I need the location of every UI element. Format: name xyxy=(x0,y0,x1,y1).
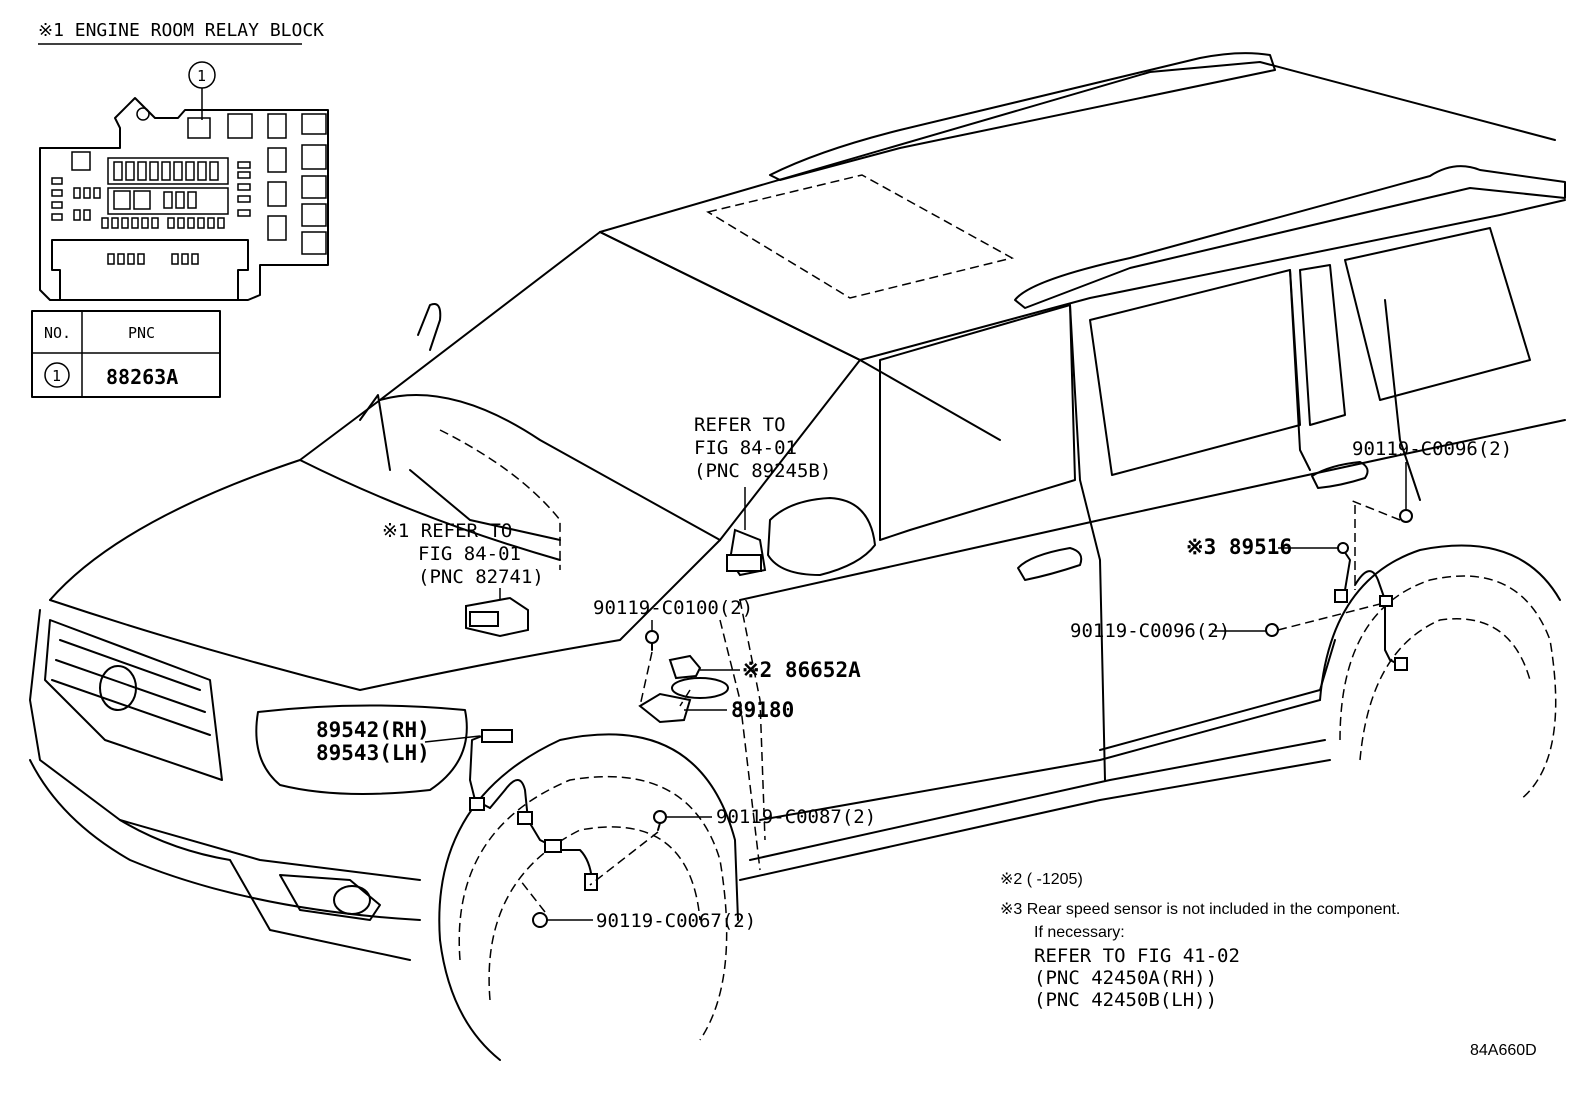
table-header-pnc: PNC xyxy=(128,324,155,342)
label-90119-c0087: 90119-C0087(2) xyxy=(716,806,876,828)
note-3-if-necessary: If necessary: xyxy=(1034,924,1125,941)
label-90119-c0096-upper: 90119-C0096(2) xyxy=(1352,438,1512,460)
bolt-c0067-icon xyxy=(532,912,548,928)
table-row-pnc: 88263A xyxy=(106,365,178,389)
table-header-no: NO. xyxy=(44,324,71,342)
leader-lines xyxy=(424,462,1407,921)
front-speed-sensor xyxy=(469,729,598,891)
relay-block-title: ※1 ENGINE ROOM RELAY BLOCK xyxy=(38,20,324,41)
ref-82741-line1: ※1 REFER TO xyxy=(382,520,512,542)
label-90119-c0096-lower: 90119-C0096(2) xyxy=(1070,620,1230,642)
label-90119-c0100: 90119-C0100(2) xyxy=(593,597,753,619)
label-89180: 89180 xyxy=(731,698,794,722)
components xyxy=(465,509,1413,928)
ref-82741-line3: (PNC 82741) xyxy=(418,566,544,588)
note-3-pnc-lh: (PNC 42450B(LH)) xyxy=(1034,989,1217,1011)
labels: REFER TO FIG 84-01 (PNC 89245B) ※1 REFER… xyxy=(316,414,1512,932)
label-89516: ※3 89516 xyxy=(1186,535,1292,559)
vehicle-outline xyxy=(29,52,1566,1061)
pnc-table: NO. PNC 1 88263A xyxy=(31,310,221,398)
note-3: ※3 Rear speed sensor is not included in … xyxy=(1000,901,1400,918)
footnotes: ※2 ( -1205) ※3 Rear speed sensor is not … xyxy=(1000,871,1400,1011)
ref-82741-line2: FIG 84-01 xyxy=(418,543,521,565)
module-89180 xyxy=(638,692,692,724)
table-row-no: 1 xyxy=(52,367,61,385)
relay-callout-number: 1 xyxy=(197,67,206,85)
note-3-pnc-rh: (PNC 42450A(RH)) xyxy=(1034,967,1217,989)
label-89542-rh: 89542(RH) xyxy=(316,718,430,742)
label-86652a: ※2 86652A xyxy=(742,658,861,682)
note-3-refer: REFER TO FIG 41-02 xyxy=(1034,945,1240,967)
bolt-c0100-icon xyxy=(645,630,659,651)
figure-code: 84A660D xyxy=(1470,1042,1537,1059)
relay-block-inset: ※1 ENGINE ROOM RELAY BLOCK 1 xyxy=(38,20,329,301)
label-89543-lh: 89543(LH) xyxy=(316,741,430,765)
rear-speed-sensor xyxy=(1334,542,1408,671)
bolt-c0096-upper-icon xyxy=(1399,509,1413,523)
bolt-c0087-icon xyxy=(653,810,667,831)
sensor-86652a xyxy=(668,654,702,680)
ref-89245b-line1: REFER TO xyxy=(694,414,786,436)
bolt-c0096-lower-icon xyxy=(1265,623,1279,637)
note-2: ※2 ( -1205) xyxy=(1000,871,1083,888)
ref-89245b-line3: (PNC 89245B) xyxy=(694,460,831,482)
label-90119-c0067: 90119-C0067(2) xyxy=(596,910,756,932)
ref-89245b-line2: FIG 84-01 xyxy=(694,437,797,459)
